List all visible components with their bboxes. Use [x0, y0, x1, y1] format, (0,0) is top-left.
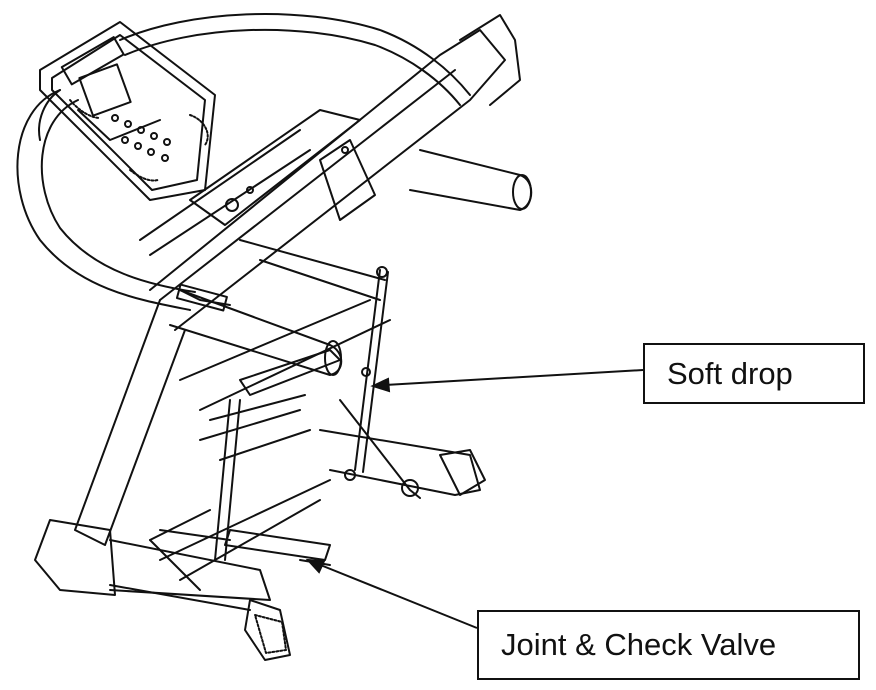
upright-frame	[74, 283, 343, 546]
front-base	[34, 519, 291, 661]
console-display	[39, 21, 216, 201]
joint-check-valve-label-text: Joint & Check Valve	[501, 627, 777, 662]
rear-handlebar	[119, 13, 471, 96]
soft-drop-arrow	[370, 369, 644, 393]
side-rail	[409, 149, 533, 211]
joint-check-valve-arrow	[305, 558, 478, 629]
front-handle-bar	[16, 89, 191, 311]
joint-check-valve-label: Joint & Check Valve	[477, 610, 860, 680]
joint-check-valve	[149, 529, 331, 591]
soft-drop-label: Soft drop	[643, 343, 865, 404]
rear-base	[319, 429, 481, 496]
soft-drop-cylinder	[344, 266, 389, 481]
soft-drop-label-text: Soft drop	[667, 355, 793, 391]
deck-frame	[139, 14, 521, 331]
